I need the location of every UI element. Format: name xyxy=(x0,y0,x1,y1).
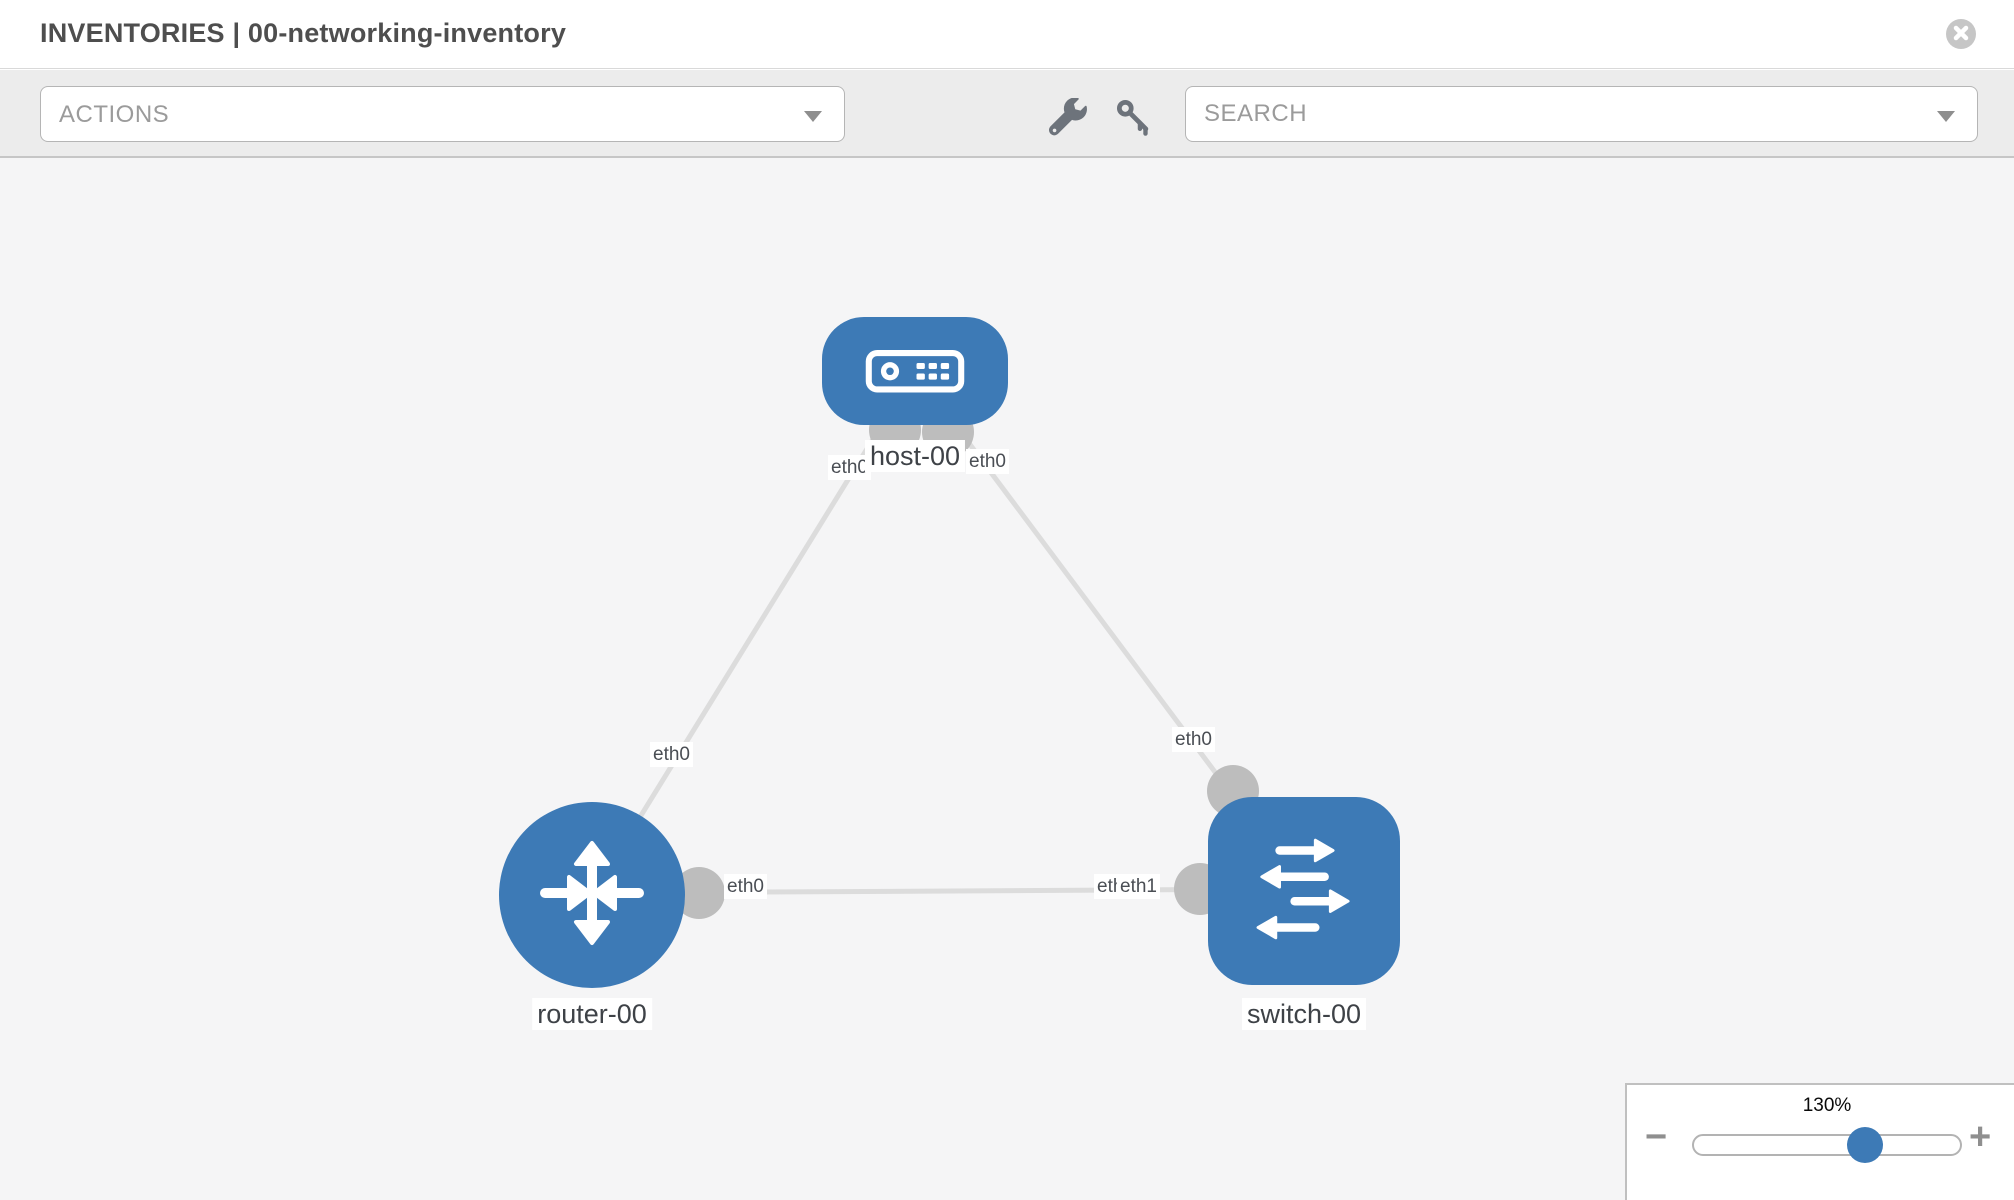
key-button[interactable] xyxy=(1112,96,1156,140)
wrench-button[interactable] xyxy=(1046,96,1090,140)
node-switch-00[interactable] xyxy=(1208,797,1400,985)
actions-dropdown[interactable]: ACTIONS xyxy=(40,86,845,142)
node-label-switch-00: switch-00 xyxy=(1241,998,1367,1030)
wrench-icon xyxy=(1049,96,1087,139)
search-box xyxy=(1185,86,1978,142)
zoom-panel: 130% − + xyxy=(1625,1083,2014,1200)
node-label-host-00: host-00 xyxy=(864,440,966,472)
actions-dropdown-label: ACTIONS xyxy=(59,101,170,128)
close-button[interactable] xyxy=(1946,19,1976,49)
window-header: INVENTORIES | 00-networking-inventory xyxy=(0,0,2014,69)
switch-icon xyxy=(1242,835,1366,948)
node-router-00[interactable] xyxy=(499,802,685,988)
search-input[interactable] xyxy=(1186,87,1977,141)
chevron-down-icon xyxy=(804,111,822,122)
if-label-router-switch-router-end: eth0 xyxy=(724,874,767,899)
key-icon xyxy=(1115,99,1153,139)
chevron-down-icon xyxy=(1937,111,1955,122)
node-label-router-00: router-00 xyxy=(532,998,652,1030)
zoom-slider-track[interactable] xyxy=(1692,1134,1962,1156)
if-label-host-switch-host-end: eth0 xyxy=(966,449,1009,474)
if-label-host-router-router-end: eth0 xyxy=(650,742,693,767)
host-icon xyxy=(865,343,965,400)
zoom-out-button[interactable]: − xyxy=(1645,1116,1668,1158)
zoom-in-button[interactable]: + xyxy=(1969,1116,1992,1158)
zoom-level-readout: 130% xyxy=(1802,1095,1852,1116)
if-label-router-switch-switch-end: eth1 xyxy=(1117,874,1160,899)
close-icon xyxy=(1952,24,1970,45)
zoom-slider-handle[interactable] xyxy=(1847,1127,1883,1163)
topology-canvas[interactable]: eth0 eth0 eth0 eth0 eth0 eth0 eth1 host-… xyxy=(0,158,2014,1200)
router-icon xyxy=(532,833,652,958)
page-title: INVENTORIES | 00-networking-inventory xyxy=(40,18,567,48)
link-layer xyxy=(589,369,1307,897)
if-label-host-switch-switch-end: eth0 xyxy=(1172,727,1215,752)
node-host-00[interactable] xyxy=(822,317,1008,425)
if-label-host-router-host-end: eth0 xyxy=(828,455,871,480)
